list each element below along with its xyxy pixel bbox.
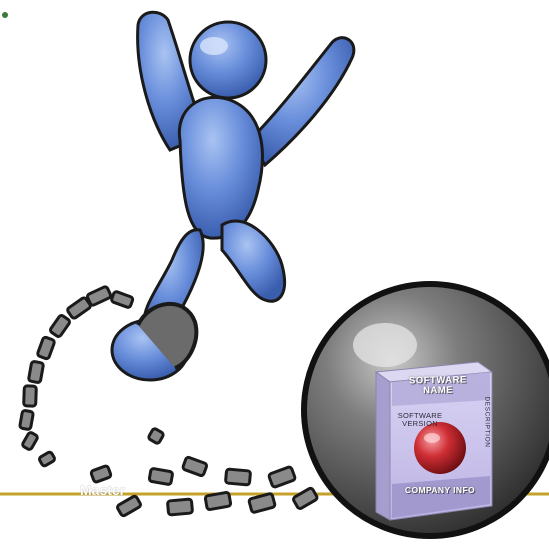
broken-chain bbox=[18, 285, 319, 518]
shackle-icon bbox=[136, 302, 199, 370]
bullet-dot-icon bbox=[2, 12, 8, 18]
head-highlight bbox=[200, 37, 228, 55]
red-sphere bbox=[414, 422, 466, 474]
software-box bbox=[374, 361, 494, 521]
